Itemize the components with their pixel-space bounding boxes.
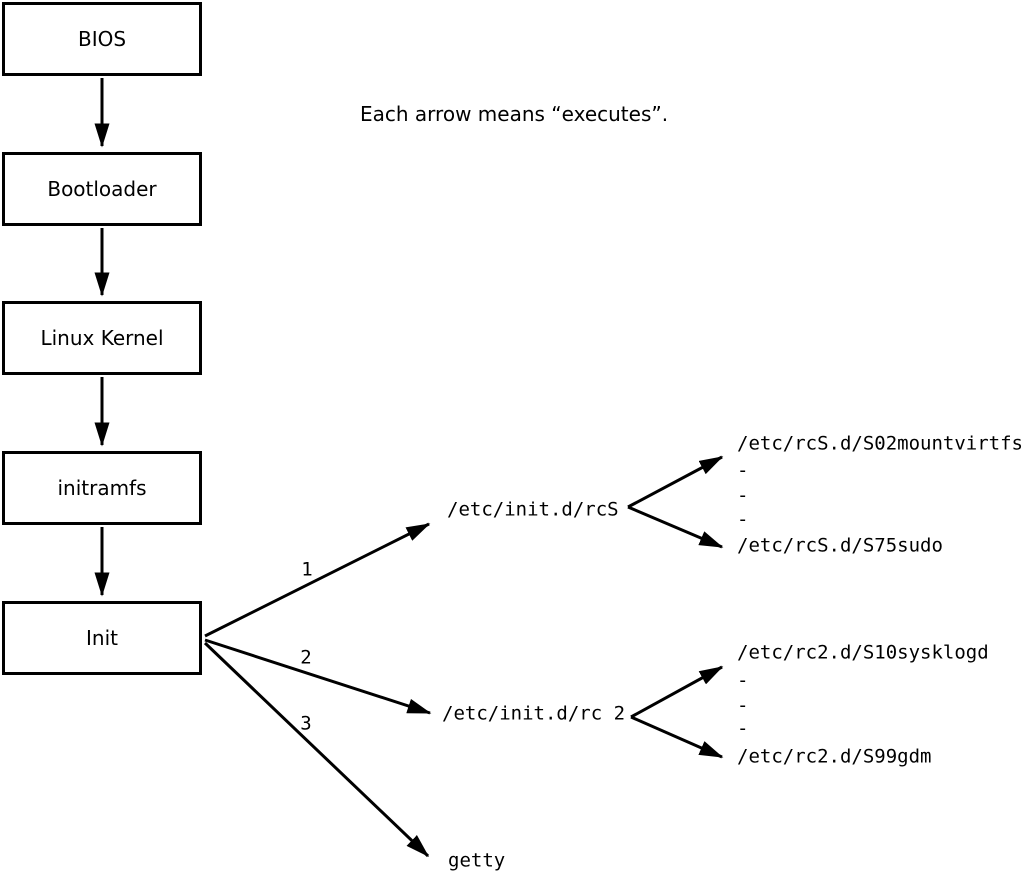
box-init: Init: [2, 601, 202, 675]
rc2-ellipsis-dash-2: -: [737, 694, 749, 717]
executes-note: Each arrow means “executes”.: [360, 102, 669, 126]
branch-order-label-3: 3: [300, 712, 312, 735]
box-linux-kernel-label: Linux Kernel: [40, 326, 164, 350]
rc2-ellipsis-dash-1: -: [737, 669, 749, 692]
rcs-ellipsis-dash-3: -: [737, 508, 749, 531]
box-linux-kernel: Linux Kernel: [2, 301, 202, 375]
branch-order-label-1: 1: [301, 558, 313, 581]
arrow-rc2-to-last-script: [630, 715, 724, 759]
arrow-rcs-to-first-script: [627, 455, 724, 509]
box-initramfs: initramfs: [2, 451, 202, 525]
branch-order-label-2: 2: [300, 646, 312, 669]
target-rc2-label: /etc/init.d/rc 2: [442, 702, 626, 725]
rcs-last-script-label: /etc/rcS.d/S75sudo: [737, 534, 943, 557]
box-bios: BIOS: [2, 2, 202, 76]
box-bootloader: Bootloader: [2, 152, 202, 226]
arrow-rc2-to-first-script: [630, 665, 724, 719]
arrow-init-to-rc2: [204, 638, 432, 715]
box-bios-label: BIOS: [77, 27, 127, 51]
box-initramfs-label: initramfs: [57, 476, 147, 500]
target-getty-label: getty: [448, 849, 506, 872]
box-init-label: Init: [86, 626, 118, 650]
rc2-ellipsis-dash-3: -: [737, 717, 749, 740]
arrow-init-to-getty: [203, 641, 430, 858]
target-rcs-label: /etc/init.d/rcS: [447, 498, 619, 521]
rcs-first-script-label: /etc/rcS.d/S02mountvirtfs: [737, 432, 1023, 455]
box-bootloader-label: Bootloader: [47, 177, 157, 201]
rc2-first-script-label: /etc/rc2.d/S10sysklogd: [737, 641, 989, 664]
rc2-last-script-label: /etc/rc2.d/S99gdm: [737, 745, 932, 768]
arrow-init-to-rcs: [204, 522, 431, 638]
rcs-ellipsis-dash-1: -: [737, 459, 749, 482]
rcs-ellipsis-dash-2: -: [737, 484, 749, 507]
arrow-rcs-to-last-script: [627, 505, 724, 549]
